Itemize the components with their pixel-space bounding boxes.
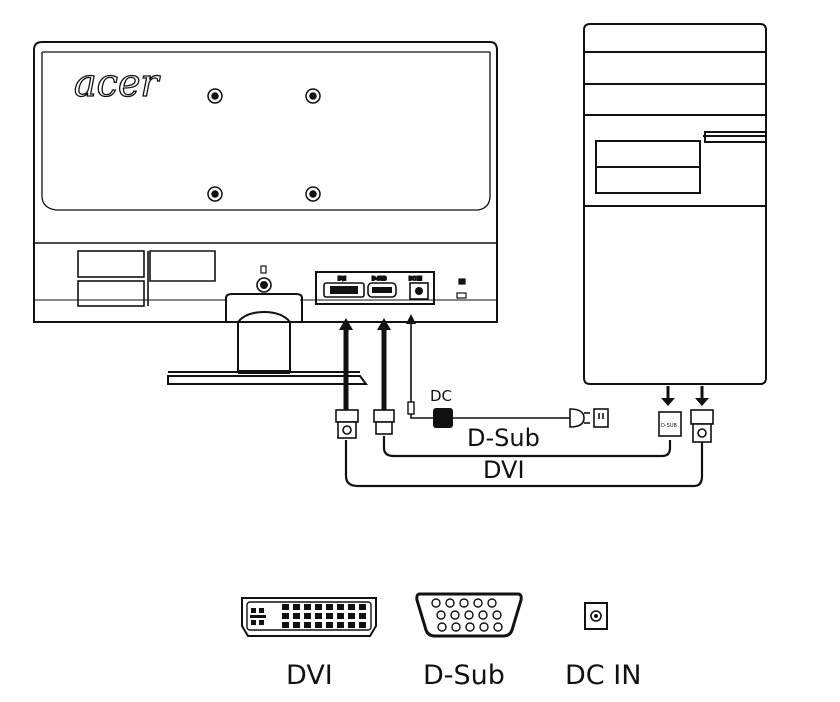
dsub-pin [436,610,446,620]
dvi-pin [359,622,366,628]
dvi-pin [348,613,355,619]
dvi-pin [293,613,300,619]
dsub-pin [445,598,455,608]
dsub-cable [382,436,672,458]
dvi-pin [315,622,322,628]
monitor-body [33,41,498,323]
audio-jack [256,277,272,293]
wall-outlet [593,408,609,428]
port-label-dcin: DC IN [409,276,422,282]
dvi-pin [304,604,311,610]
dc-adapter [433,408,453,428]
plug-dsub-monitor [373,409,395,435]
dvi-pin [348,604,355,610]
vent-slots [77,250,216,307]
dvi-pin [359,613,366,619]
dvi-pin [315,613,322,619]
pc-arrows [661,386,709,406]
dsub-pin [487,598,497,608]
dc-label: DC [430,387,452,405]
port-label-dvi: DVI [338,276,346,282]
dsub-pin [450,610,460,620]
legend-dvi-label: DVI [286,660,333,691]
dsub-pin [451,622,461,632]
dcin-port [409,282,429,300]
lock-icon [456,278,467,299]
monitor-stand [167,293,368,385]
dvi-pin [337,622,344,628]
dvi-pin [326,613,333,619]
legend-dsub-icon [415,592,523,638]
dvi-pin [282,622,289,628]
dvi-pin [282,604,289,610]
dsub-pin [459,598,469,608]
brand-logo: acer [74,61,161,105]
dsub-pin [465,622,475,632]
dsub-cable-label: D-Sub [467,424,540,452]
plug-dsub-pc: D-SUB [658,411,682,437]
dvi-pin [326,622,333,628]
legend-dvi-icon [241,597,377,637]
dvi-pin [337,604,344,610]
dsub-pin [464,610,474,620]
dvi-pin [293,622,300,628]
monitor: acer DVI D-SUB DC IN [33,41,498,385]
dvi-pin [282,613,289,619]
dsub-pin [473,598,483,608]
dsub-port [367,282,397,298]
plug-dvi-pc [690,409,714,443]
dvi-cable [344,440,704,488]
dsub-pin [437,622,447,632]
dsub-pin [492,610,502,620]
drive-bay-1 [595,140,701,168]
legend-dcin-icon [584,602,608,630]
dvi-port [323,282,365,298]
dvi-pin [348,622,355,628]
dvi-pin [315,604,322,610]
legend-dcin-label: DC IN [565,660,641,691]
dvi-cable-label: DVI [483,456,525,484]
dvi-pin [304,613,311,619]
dvi-pin [304,622,311,628]
plug-dc-monitor [407,401,415,415]
port-label-dsub: D-SUB [372,276,386,282]
legend-dsub-label: D-Sub [423,660,505,691]
vesa-screw-holes [207,88,321,202]
dvi-pin [293,604,300,610]
dvi-pin [359,604,366,610]
port-panel: DVI D-SUB DC IN [315,271,435,305]
dsub-pin [493,622,503,632]
dsub-pin [479,622,489,632]
dsub-pin [478,610,488,620]
dsub-pin [431,598,441,608]
pc-tower [583,23,767,385]
legend: DVI D-Sub DC IN [241,592,641,691]
power-plug [560,408,590,428]
dsub-plug-text: D-SUB [661,423,677,429]
dvi-pin [337,613,344,619]
plug-dvi-monitor [335,409,359,439]
drive-bay-2 [595,166,701,194]
dvi-pin [326,604,333,610]
